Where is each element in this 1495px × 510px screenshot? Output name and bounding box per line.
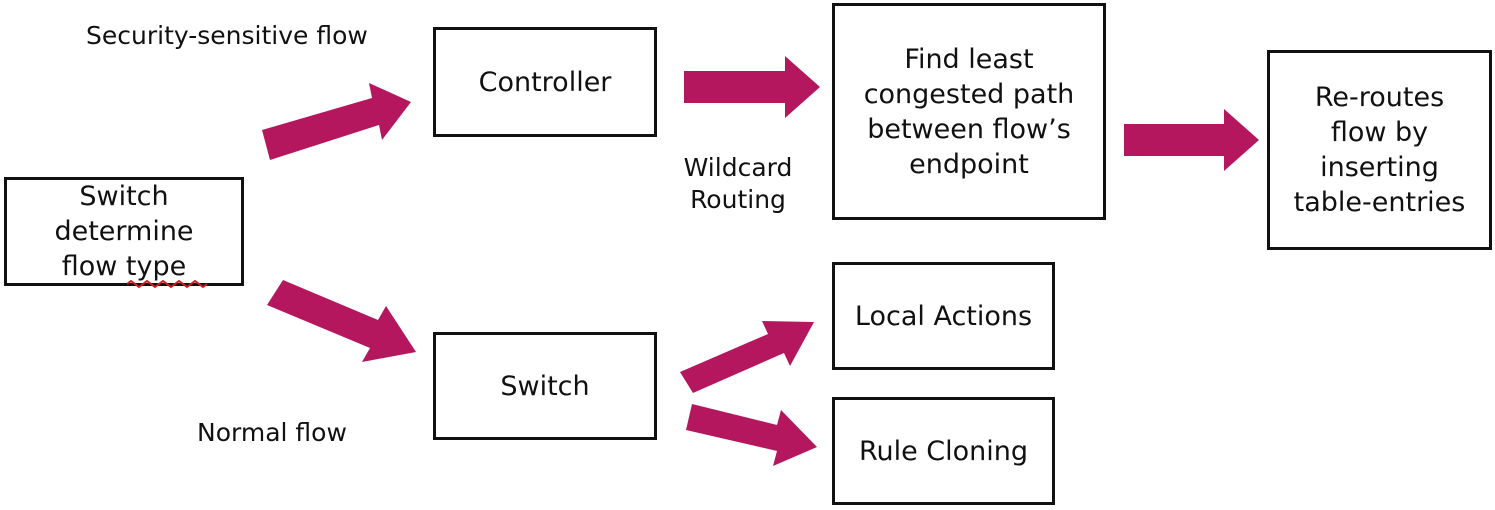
arrow-switch-to-rule-cloning <box>686 404 817 466</box>
arrow-switch-to-local-actions <box>680 321 814 393</box>
local-actions-box: Local Actions <box>832 262 1055 370</box>
security-sensitive-flow-label: Security-sensitive flow <box>86 21 368 50</box>
reroute-box: Re-routes flow by inserting table-entrie… <box>1267 50 1492 250</box>
arrow-source-to-switch <box>267 280 416 362</box>
spellcheck-squiggle-path <box>127 280 207 288</box>
find-path-text: Find least congested path between flow’s… <box>863 43 1075 180</box>
find-path-box: Find least congested path between flow’s… <box>832 3 1106 220</box>
arrow-source-to-controller <box>262 83 411 160</box>
reroute-text: Re-routes flow by inserting table-entrie… <box>1293 82 1466 218</box>
controller-box: Controller <box>433 27 657 137</box>
local-actions-text: Local Actions <box>854 300 1033 332</box>
arrow-controller-to-findpath <box>684 56 820 118</box>
spellcheck-underline <box>127 280 207 288</box>
source-switch-box: Switch determine flow type <box>4 177 244 286</box>
switch-text: Switch <box>500 370 590 402</box>
rule-cloning-text: Rule Cloning <box>858 435 1029 467</box>
rule-cloning-box: Rule Cloning <box>832 397 1055 505</box>
normal-flow-label: Normal flow <box>197 418 347 447</box>
controller-text: Controller <box>478 66 612 98</box>
switch-box: Switch <box>433 332 657 440</box>
arrow-findpath-to-reroute <box>1124 109 1259 171</box>
source-switch-text: Switch determine flow type <box>54 181 194 282</box>
wildcard-routing-label: Wildcard Routing <box>683 153 793 214</box>
